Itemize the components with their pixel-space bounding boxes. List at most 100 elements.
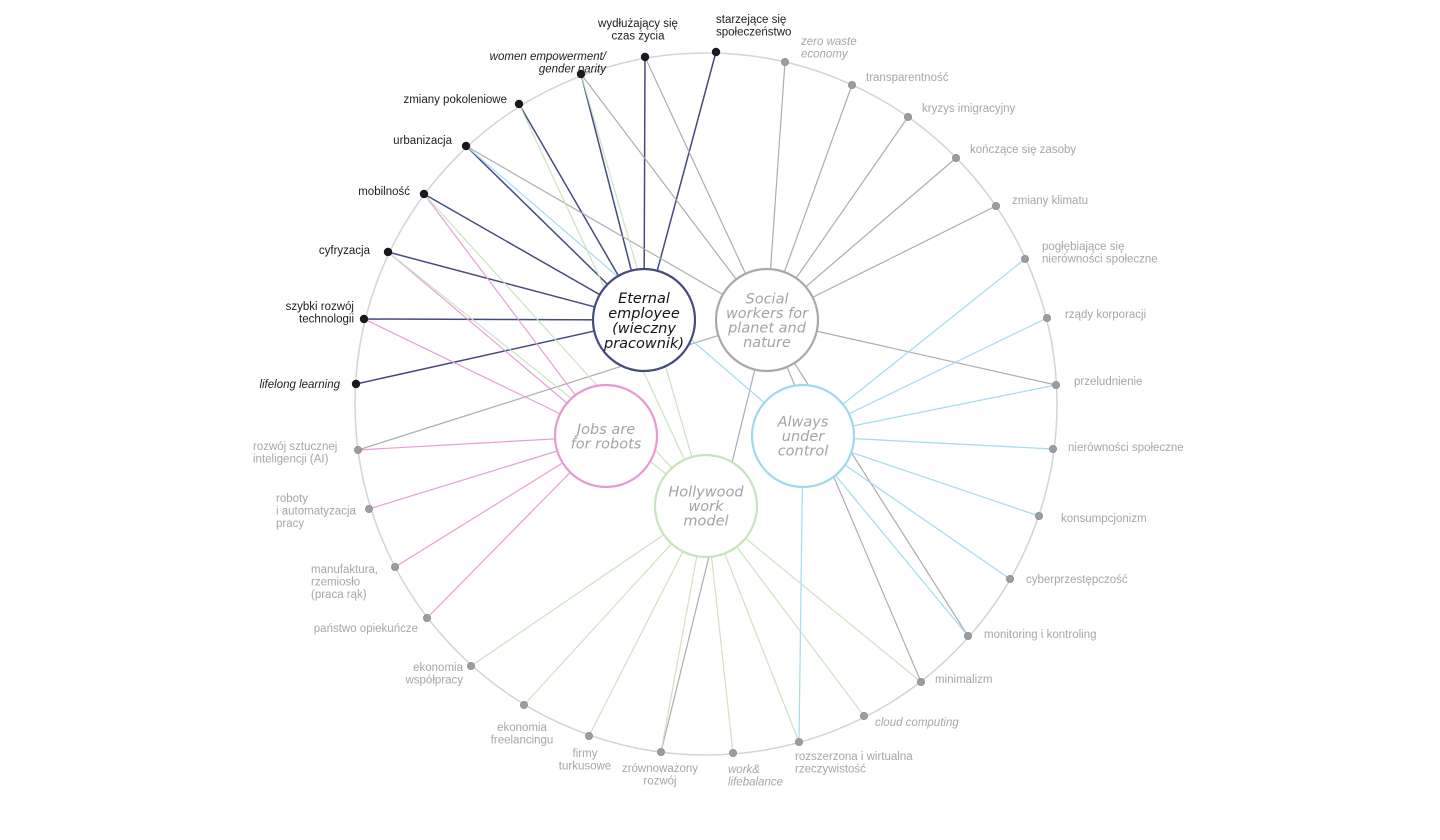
- hub-label-line: Hollywood: [668, 485, 744, 501]
- trend-kryzys: kryzys imigracyjny: [904, 103, 1016, 122]
- hub-circle: [653, 453, 759, 559]
- trend-monitoring: monitoring i kontroling: [964, 629, 1097, 641]
- trend-label-line: rozwój: [643, 776, 676, 788]
- scenario-hubs: Eternalemployee(wiecznypracownik)Socialw…: [553, 267, 856, 559]
- trend-label-line: lifebalance: [728, 777, 783, 789]
- trend-dot: [466, 662, 475, 671]
- trend-label-line: roboty: [276, 493, 308, 505]
- trend-dot: [848, 81, 857, 90]
- trend-label-line: women empowerment/: [490, 51, 608, 63]
- trend-dot: [390, 563, 399, 572]
- trend-dot: [1006, 575, 1015, 584]
- trend-label-line: zmiany pokoleniowe: [403, 94, 507, 106]
- trend-dot: [711, 47, 721, 57]
- trend-dot: [917, 678, 926, 687]
- trend-label-line: wydłużający się: [597, 18, 678, 30]
- trend-label-line: cyberprzestępczość: [1026, 574, 1128, 586]
- trend-label-line: i automatyzacja: [276, 506, 357, 518]
- trend-dot: [1021, 254, 1030, 263]
- trend-cyfryzacja: cyfryzacja: [319, 245, 393, 257]
- trend-label-line: work&: [728, 764, 760, 776]
- hub-label-line: (wieczny: [612, 321, 676, 337]
- trend-dot: [860, 712, 869, 721]
- connection-monitoring-social: [766, 319, 969, 637]
- trend-label-line: technologii: [299, 314, 354, 326]
- trend-label-line: manufaktura,: [311, 564, 378, 576]
- outer-ring: [354, 52, 1058, 756]
- trend-label-line: cloud computing: [875, 717, 959, 729]
- trend-manufaktura: manufaktura,rzemiosło(praca rąk): [311, 563, 399, 601]
- trend-dot: [353, 445, 362, 454]
- trend-dot: [422, 614, 431, 623]
- trend-label-line: nierówności społeczne: [1068, 442, 1184, 454]
- trend-minimalizm: minimalizm: [917, 674, 993, 687]
- trend-label-line: ekonomia: [497, 722, 547, 734]
- trend-dot: [520, 701, 529, 710]
- trend-label-line: zmiany klimatu: [1012, 195, 1088, 207]
- trend-label-line: kończące się zasoby: [970, 144, 1076, 156]
- trend-opiekuncze: państwo opiekuńcze: [314, 614, 431, 635]
- trend-dot: [1052, 380, 1061, 389]
- trend-dot: [585, 732, 594, 741]
- trend-label-line: lifelong learning: [259, 379, 340, 391]
- trend-label-line: czas życia: [611, 31, 665, 43]
- trend-label-line: mobilność: [358, 186, 410, 198]
- trend-label-line: zrównoważony: [622, 763, 698, 775]
- trend-konczace: kończące się zasoby: [952, 144, 1076, 162]
- trend-label-line: pracy: [276, 518, 304, 530]
- outer-ring-circle: [354, 52, 1058, 756]
- trend-dot: [964, 632, 973, 641]
- trend-label-line: rzeczywistość: [795, 764, 866, 776]
- trend-dot: [795, 738, 804, 747]
- hub-label-line: control: [778, 444, 829, 460]
- trend-label-line: transparentność: [866, 72, 949, 84]
- trend-dot: [383, 247, 393, 257]
- trend-przeludnienie: przeludnienie: [1052, 376, 1142, 389]
- trend-mobilnosc: mobilność: [358, 186, 429, 199]
- trend-dot: [576, 69, 586, 79]
- hub-label-line: planet and: [727, 320, 807, 336]
- trend-cloud: cloud computing: [860, 712, 959, 729]
- hub-label-line: for robots: [571, 436, 642, 452]
- trend-dot: [514, 99, 524, 109]
- trend-label-line: ekonomia: [413, 662, 463, 674]
- hub-label-line: pracownik): [603, 336, 684, 352]
- trend-dot: [351, 379, 361, 389]
- trend-label-line: przeludnienie: [1074, 376, 1142, 388]
- hub-label-line: nature: [743, 335, 791, 351]
- trend-dot: [729, 749, 738, 758]
- hub-label-line: Social: [746, 291, 789, 307]
- trend-label-line: pogłębiające się: [1042, 241, 1124, 253]
- trend-dot: [1049, 444, 1058, 453]
- trend-label-line: inteligencji (AI): [253, 454, 329, 466]
- trend-urbanizacja: urbanizacja: [393, 135, 471, 151]
- trend-dot: [904, 113, 913, 122]
- trend-dot: [781, 58, 790, 67]
- trend-korporacje: rządy korporacji: [1043, 309, 1146, 322]
- trend-transparentnosc: transparentność: [848, 72, 949, 90]
- trend-dot: [359, 314, 369, 324]
- connection-cyfryzacja-hollywood: [387, 251, 707, 507]
- trend-dot: [952, 153, 961, 162]
- connection-minimalizm-social: [766, 319, 922, 683]
- hub-label-line: Jobs are: [574, 422, 635, 438]
- trend-label-line: społeczeństwo: [716, 27, 791, 39]
